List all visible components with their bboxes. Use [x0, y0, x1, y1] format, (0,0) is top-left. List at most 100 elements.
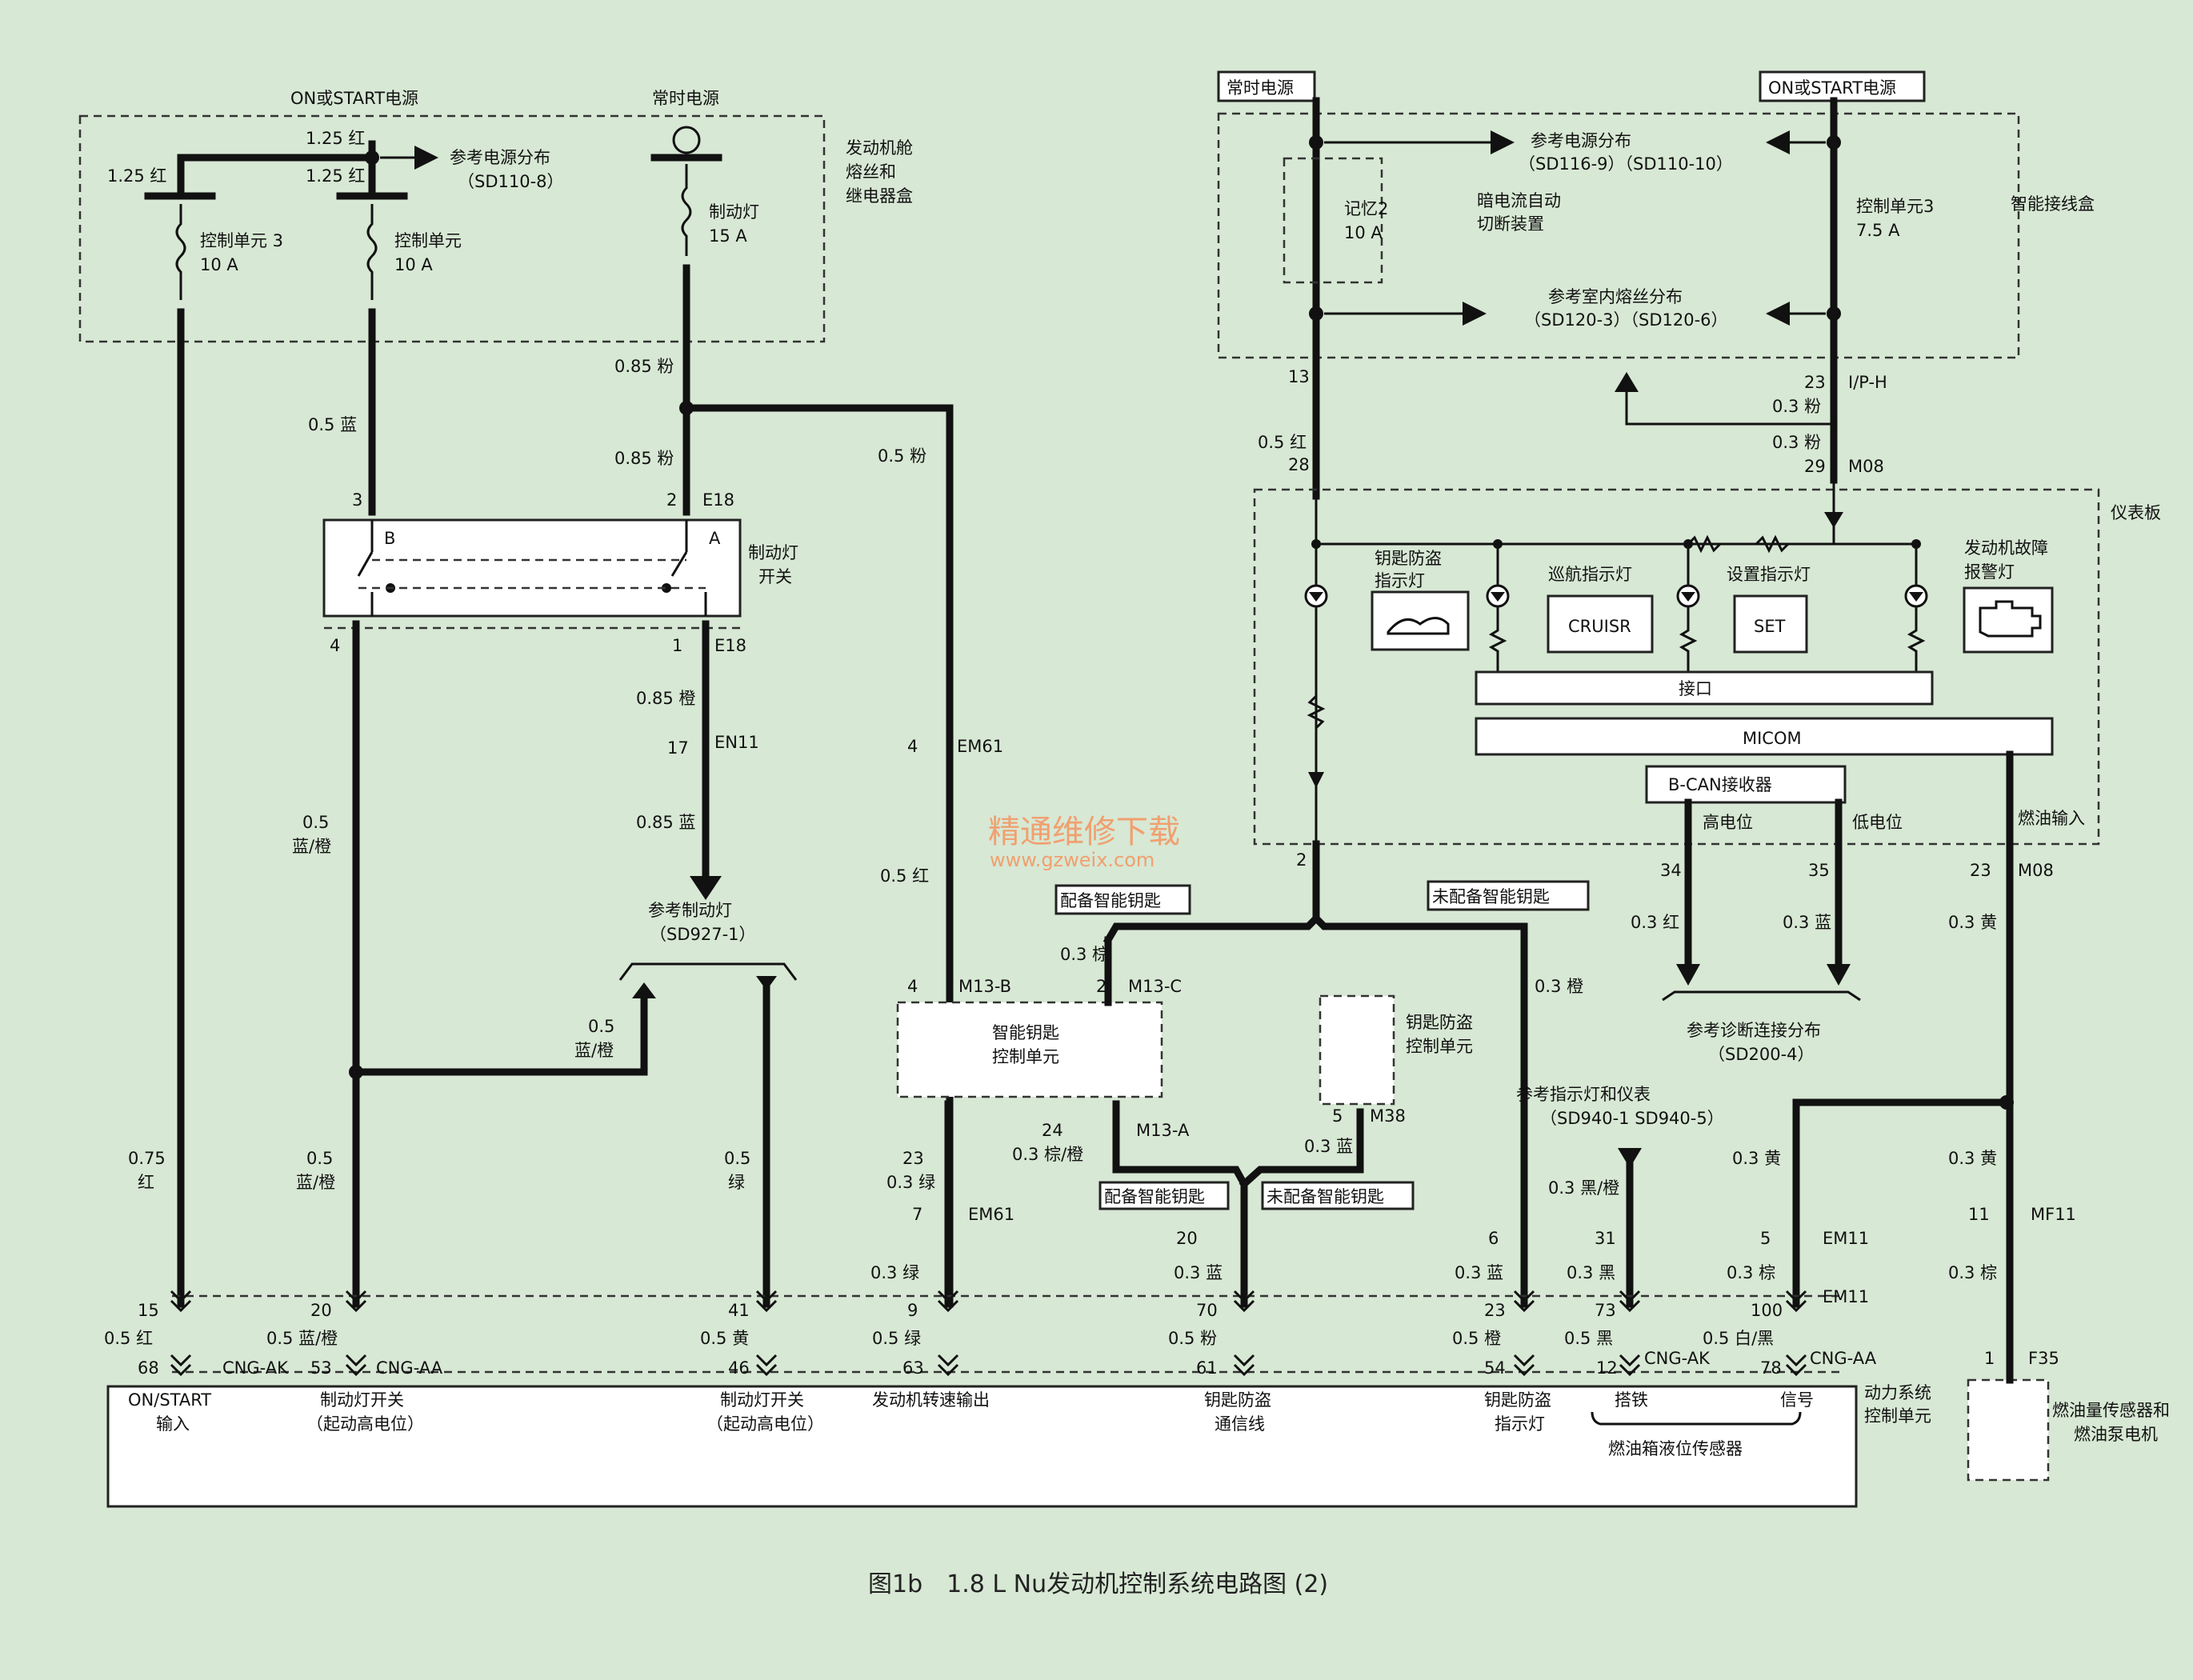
wire-label: 0.85 粉 — [614, 449, 674, 468]
pin: 20 — [310, 1301, 332, 1320]
dark-current-2: 切断装置 — [1477, 214, 1544, 234]
connector: F35 — [2028, 1349, 2059, 1368]
pin: 53 — [310, 1358, 332, 1378]
arrow-up-icon — [1615, 372, 1639, 392]
pcm-name-1: 动力系统 — [1864, 1383, 1931, 1402]
pin: 3 — [352, 490, 362, 510]
wire-label: 0.3 黄 — [1948, 1149, 1997, 1168]
pin: 2 — [1296, 850, 1307, 870]
with-smart-key-tag-1: 配备智能钥匙 — [1060, 891, 1161, 910]
pin: 54 — [1484, 1358, 1506, 1378]
fuse2-name: 控制单元 — [394, 231, 462, 250]
pin: 29 — [1804, 457, 1826, 476]
connector: MF11 — [2031, 1205, 2076, 1224]
connector: E18 — [714, 636, 746, 655]
immo-lamp-icon-box — [1371, 590, 1470, 651]
connector-chevron — [170, 1290, 192, 1313]
pcm-port: 钥匙防盗 — [1204, 1390, 1271, 1410]
pcm-port: 制动灯开关 — [320, 1390, 404, 1410]
connector: CNG-AA — [1810, 1349, 1877, 1368]
arrow-down-icon — [1308, 772, 1324, 788]
ref-bracket — [1591, 1411, 1802, 1426]
pcm-port: 信号 — [1780, 1390, 1814, 1410]
pcm-box — [106, 1385, 1858, 1508]
wire-label: 绿 — [728, 1173, 745, 1192]
wire-label: 0.5 绿 — [872, 1329, 921, 1348]
wire-label: 0.3 红 — [1631, 913, 1679, 932]
wire-label: 0.5 — [724, 1149, 750, 1168]
connector: E18 — [702, 490, 734, 510]
connector: EM11 — [1823, 1229, 1869, 1248]
ref-brake-lamp: 参考制动灯 — [648, 901, 732, 920]
splice-dot — [1309, 306, 1323, 321]
pin: 23 — [1970, 861, 1991, 880]
pin: B — [384, 529, 395, 548]
immo-lamp-led — [1304, 584, 1328, 608]
connector-chevron — [1233, 1290, 1255, 1313]
splice-dot — [1309, 135, 1323, 150]
pin: 12 — [1596, 1358, 1618, 1378]
pin: 23 — [1484, 1301, 1506, 1320]
wire-label: 1.25 红 — [306, 166, 365, 186]
connector-chevron — [1619, 1354, 1641, 1377]
connector: I/P-H — [1848, 373, 1887, 392]
wire-label: 0.3 蓝 — [1783, 913, 1831, 932]
pin: 7 — [912, 1205, 922, 1224]
smart-key-unit-name-1: 智能钥匙 — [992, 1023, 1059, 1042]
connector-chevron — [937, 1290, 959, 1313]
wire-label: 蓝/橙 — [574, 1041, 614, 1060]
connector-chevron — [755, 1290, 778, 1313]
bcan-label: B-CAN接收器 — [1668, 775, 1772, 794]
power-tag — [1217, 70, 1316, 102]
arrow-down-icon — [756, 976, 777, 990]
constant-power-label: 常时电源 — [652, 89, 719, 108]
resistor-icon — [1488, 606, 1507, 675]
wire-label: 0.5 黄 — [700, 1329, 749, 1348]
immobilizer-unit-name-1: 钥匙防盗 — [1406, 1013, 1473, 1032]
pcm-port: 制动灯开关 — [720, 1390, 804, 1410]
connector-chevron — [1513, 1354, 1535, 1377]
ref-bracket — [1662, 990, 1861, 1002]
engine-icon — [1979, 600, 2042, 638]
fuse-box-name-3: 继电器盒 — [846, 186, 913, 206]
connector-row-upper — [170, 1290, 1807, 1377]
immobilizer-unit — [1319, 994, 1395, 1106]
wire-label: 0.5 黑 — [1564, 1329, 1613, 1348]
pin: 100 — [1751, 1301, 1783, 1320]
fuel-sender-1: 燃油量传感器和 — [2052, 1401, 2170, 1420]
pcm-port: 通信线 — [1215, 1414, 1265, 1434]
connector-chevron — [345, 1354, 367, 1377]
smart-key-unit-name-2: 控制单元 — [992, 1047, 1059, 1066]
wire-label: 0.5 橙 — [1452, 1329, 1501, 1348]
option-tag — [1261, 1181, 1415, 1210]
ref-power-1: 参考电源分布 — [450, 148, 550, 167]
engine-fuse-box-outline — [78, 114, 826, 343]
pin: 31 — [1595, 1229, 1616, 1248]
connector: EM61 — [968, 1205, 1014, 1224]
wire-immo-comm — [1112, 1100, 1248, 1308]
arrow-down-icon — [1824, 512, 1843, 528]
connector-chevron — [1233, 1354, 1255, 1377]
wire-label: 蓝/橙 — [292, 837, 331, 856]
wire-label: 0.85 粉 — [614, 357, 674, 376]
mil-lamp-2: 报警灯 — [1964, 562, 2015, 582]
pin: 2 — [1096, 977, 1107, 996]
wire-label: 0.5 粉 — [1168, 1329, 1217, 1348]
wire-label: 0.3 绿 — [870, 1263, 919, 1282]
pin: 9 — [907, 1301, 918, 1320]
wire-label: 0.75 — [128, 1149, 166, 1168]
with-smart-key-tag-2: 配备智能钥匙 — [1104, 1187, 1205, 1206]
pcm-port: （起动高电位） — [306, 1414, 424, 1434]
fuse-icon — [175, 204, 186, 300]
pin: 23 — [1804, 373, 1826, 392]
ref-diag-code: （SD200-4） — [1708, 1045, 1815, 1064]
pin: 61 — [1196, 1358, 1218, 1378]
pin: 2 — [666, 490, 677, 510]
fuse3-name: 制动灯 — [709, 202, 759, 222]
fuse1-name: 控制单元 3 — [200, 231, 283, 250]
pin: 46 — [728, 1358, 750, 1378]
pin: 1 — [672, 636, 682, 655]
cluster-name: 仪表板 — [2111, 503, 2161, 522]
wire-label: 红 — [138, 1173, 154, 1192]
